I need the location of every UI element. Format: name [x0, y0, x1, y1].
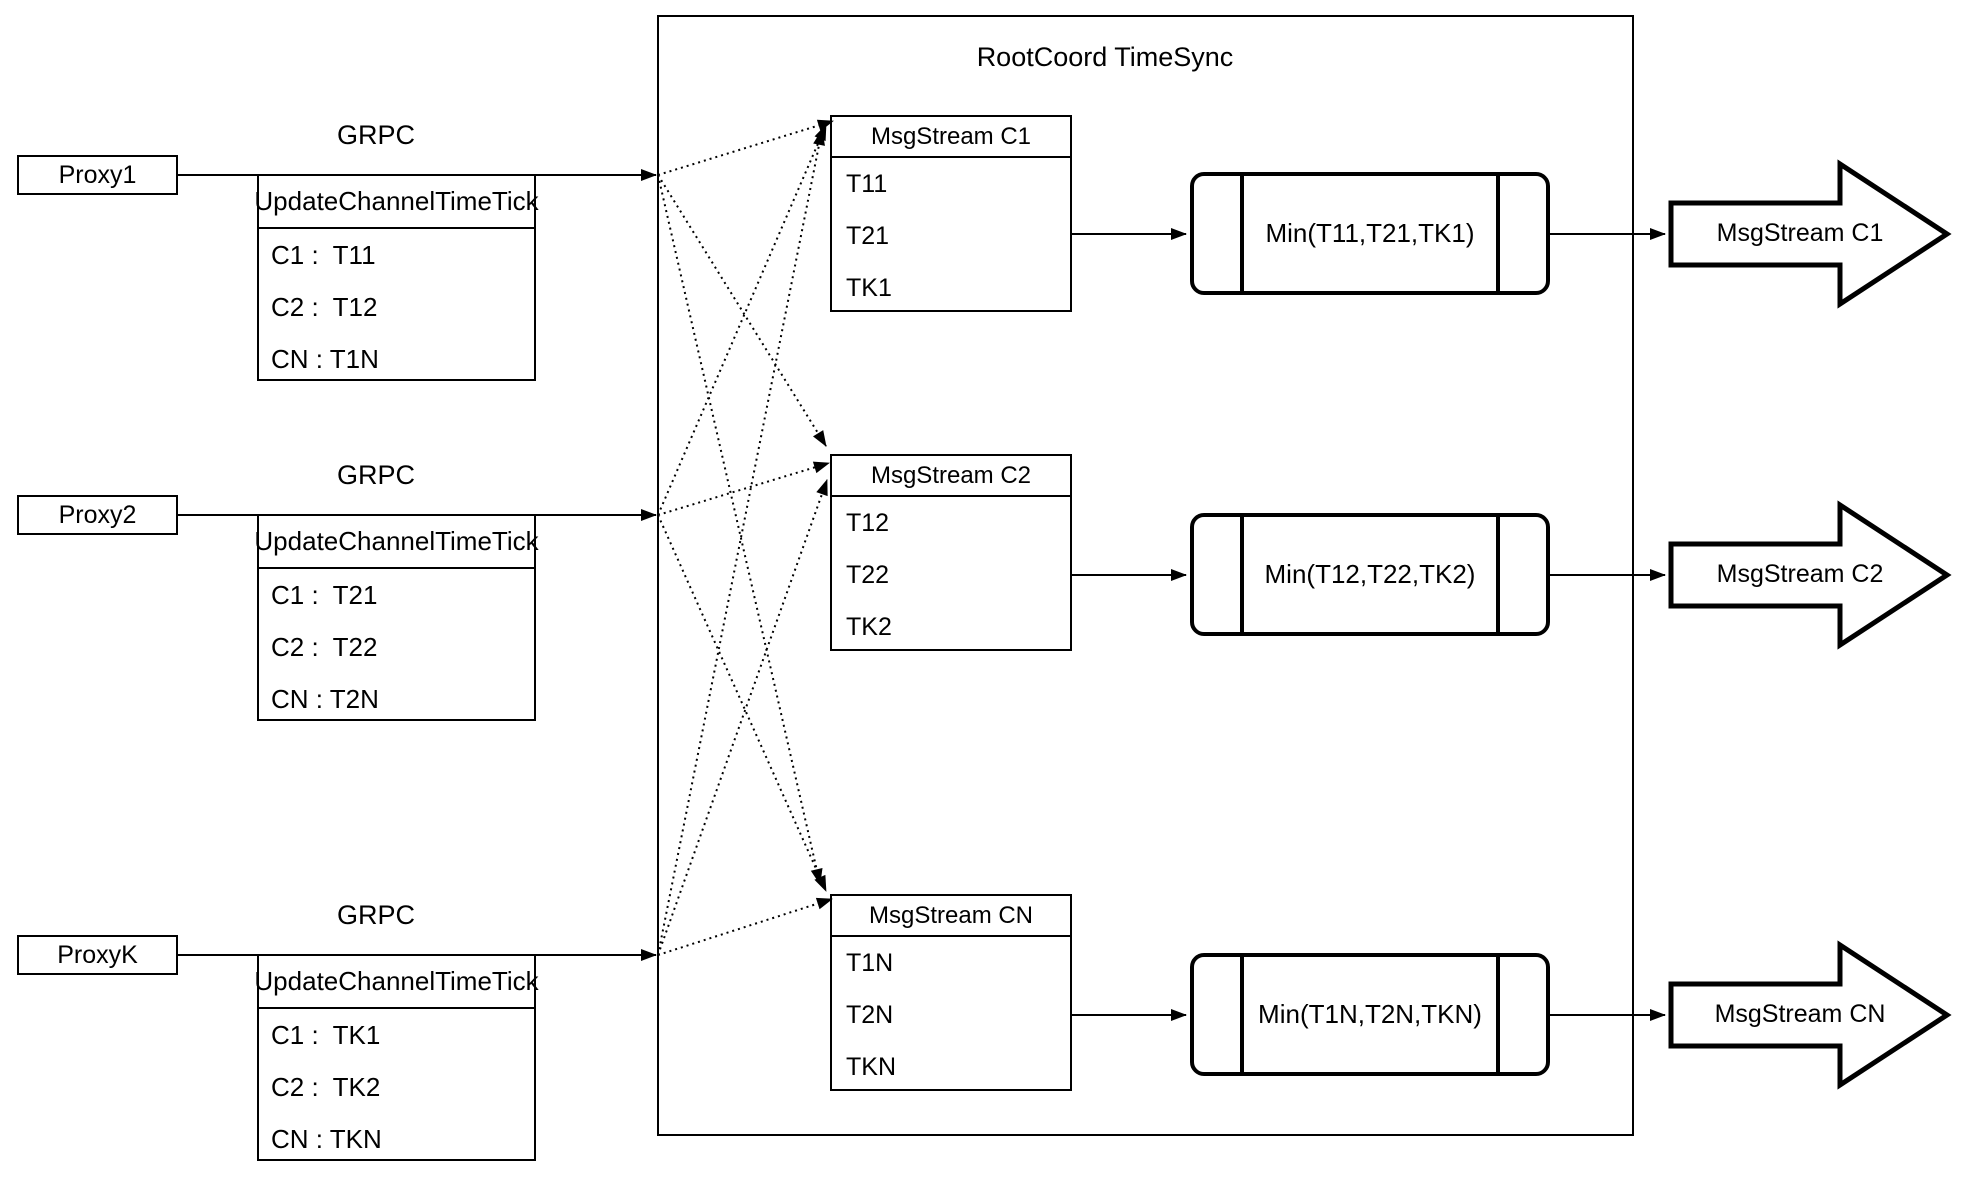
msgstream-table-header: MsgStream C1	[832, 117, 1070, 158]
rootcoord-title: RootCoord TimeSync	[976, 42, 1234, 72]
grpc-label-1: GRPC	[336, 120, 415, 150]
grpc-label-2: GRPC	[336, 460, 415, 490]
min-label-c2: Min(T12,T22,TK2)	[1264, 559, 1476, 589]
proxyk-label: ProxyK	[57, 940, 138, 969]
output-arrow-label-c2: MsgStream C2	[1716, 560, 1884, 588]
min-box-c2: Min(T12,T22,TK2)	[1190, 513, 1550, 636]
msgstream-table-header: MsgStream C2	[832, 456, 1070, 497]
msgstream-table-row: TKN	[846, 1052, 896, 1081]
update-table-row: CN : TKN	[271, 1123, 382, 1154]
update-table-header: UpdateChannelTimeTick	[254, 176, 539, 229]
min-box-right-bar	[1496, 176, 1500, 291]
proxy1-label: Proxy1	[58, 160, 137, 189]
update-table-row: CN : T2N	[271, 683, 379, 714]
update-timetick-table-1: UpdateChannelTimeTick C1 : T11 C2 : T12 …	[254, 174, 539, 381]
msgstream-table-row: T21	[846, 221, 890, 250]
update-table-row: CN : T1N	[271, 343, 379, 374]
grpc-label-3: GRPC	[336, 900, 415, 930]
update-table-header: UpdateChannelTimeTick	[254, 516, 539, 569]
min-box-c1: Min(T11,T21,TK1)	[1190, 172, 1550, 295]
min-box-cn: Min(T1N,T2N,TKN)	[1190, 953, 1550, 1076]
msgstream-table-row: T12	[846, 508, 890, 537]
update-table-row: C2 : TK2	[271, 1071, 381, 1102]
proxyk-box: ProxyK	[17, 935, 178, 975]
msgstream-table-row: T1N	[846, 948, 894, 977]
output-arrow-label-c1: MsgStream C1	[1716, 219, 1884, 247]
update-table-row: C2 : T12	[271, 291, 378, 322]
min-box-right-bar	[1496, 957, 1500, 1072]
update-table-row: C1 : TK1	[271, 1019, 381, 1050]
msgstream-table-c1: MsgStream C1 T11 T21 TK1	[830, 115, 1072, 312]
msgstream-table-row: T22	[846, 560, 890, 589]
msgstream-table-row: T11	[846, 169, 888, 198]
update-table-row: C1 : T21	[271, 579, 378, 610]
update-timetick-table-2: UpdateChannelTimeTick C1 : T21 C2 : T22 …	[254, 514, 539, 721]
output-arrow-label-cn: MsgStream CN	[1714, 1000, 1886, 1028]
min-box-left-bar	[1240, 957, 1244, 1072]
min-box-left-bar	[1240, 176, 1244, 291]
min-label-c1: Min(T11,T21,TK1)	[1265, 218, 1475, 248]
msgstream-table-c2: MsgStream C2 T12 T22 TK2	[830, 454, 1072, 651]
min-box-left-bar	[1240, 517, 1244, 632]
msgstream-table-header: MsgStream CN	[832, 896, 1070, 937]
msgstream-table-cn: MsgStream CN T1N T2N TKN	[830, 894, 1072, 1091]
proxy1-box: Proxy1	[17, 155, 178, 195]
msgstream-table-row: T2N	[846, 1000, 894, 1029]
update-timetick-table-3: UpdateChannelTimeTick C1 : TK1 C2 : TK2 …	[254, 954, 539, 1161]
min-box-right-bar	[1496, 517, 1500, 632]
msgstream-table-row: TK1	[846, 273, 892, 302]
msgstream-table-row: TK2	[846, 612, 892, 641]
update-table-header: UpdateChannelTimeTick	[254, 956, 539, 1009]
update-table-row: C2 : T22	[271, 631, 378, 662]
min-label-cn: Min(T1N,T2N,TKN)	[1258, 999, 1482, 1029]
proxy2-box: Proxy2	[17, 495, 178, 535]
proxy2-label: Proxy2	[58, 500, 137, 529]
update-table-row: C1 : T11	[271, 239, 376, 270]
